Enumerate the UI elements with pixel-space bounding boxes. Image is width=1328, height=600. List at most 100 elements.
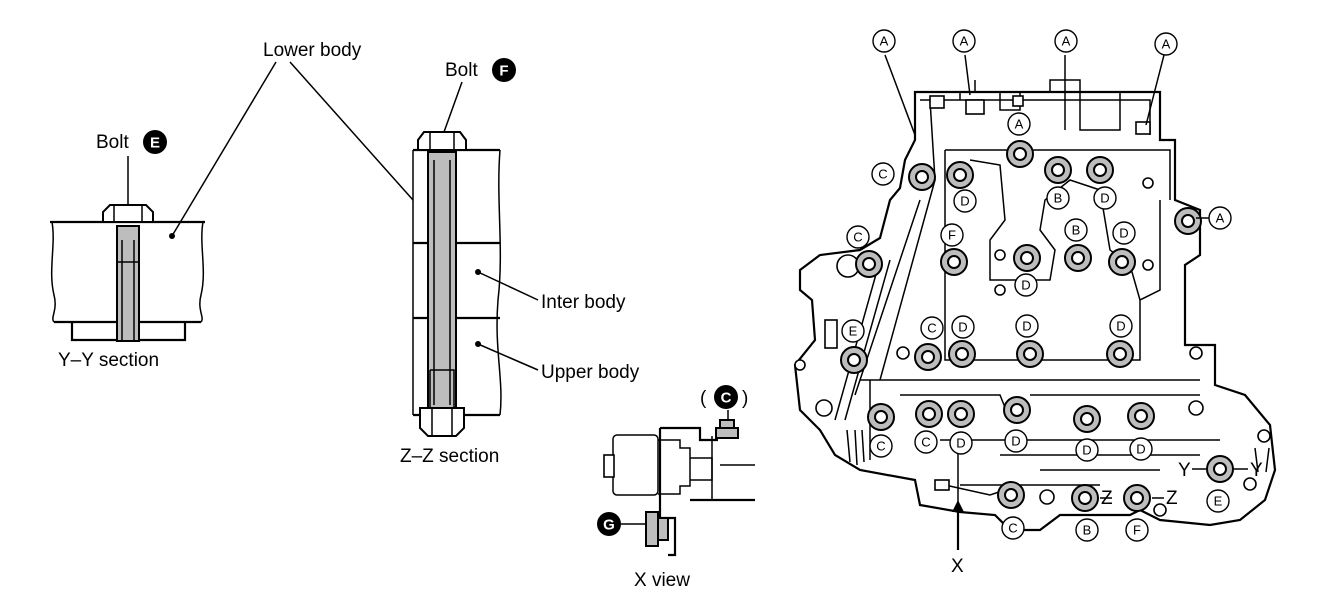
bolt-c-paren-tag-text: C bbox=[721, 390, 732, 407]
callout-b: B bbox=[1064, 218, 1088, 242]
callout-d: D bbox=[1075, 438, 1099, 462]
plan-bolt bbox=[940, 248, 968, 276]
svg-text:D: D bbox=[1082, 443, 1091, 458]
callout-a: A bbox=[1054, 29, 1078, 53]
zz-section-caption: Z–Z section bbox=[400, 446, 499, 467]
bolt-f-tag-text: F bbox=[499, 63, 508, 80]
plan-bolt bbox=[1086, 156, 1114, 184]
svg-text:C: C bbox=[878, 167, 887, 182]
svg-text:A: A bbox=[1062, 34, 1071, 49]
svg-text:B: B bbox=[1083, 523, 1092, 538]
callout-c: C bbox=[1001, 516, 1025, 540]
callout-d: D bbox=[953, 189, 977, 213]
plan-bolt bbox=[1174, 207, 1202, 235]
plan-bolt bbox=[1123, 484, 1151, 512]
x-view-caption: X view bbox=[634, 570, 690, 591]
svg-text:D: D bbox=[1022, 319, 1031, 334]
x-view-paren-close: ) bbox=[742, 388, 748, 409]
svg-text:B: B bbox=[1072, 223, 1081, 238]
upper-body-label: Upper body bbox=[541, 362, 640, 383]
section-z-left: Z bbox=[1101, 488, 1113, 509]
callout-e: E bbox=[841, 319, 865, 343]
callout-d: D bbox=[1112, 221, 1136, 245]
plan-bolt bbox=[908, 163, 936, 191]
section-y-left: Y bbox=[1178, 460, 1191, 481]
callout-d: D bbox=[1004, 429, 1028, 453]
svg-text:D: D bbox=[1011, 434, 1020, 449]
section-z-right: Z bbox=[1166, 488, 1178, 509]
callout-d: D bbox=[1015, 314, 1039, 338]
bolt-f-label: Bolt bbox=[445, 60, 478, 81]
callout-c: C bbox=[869, 434, 893, 458]
callout-c: C bbox=[846, 225, 870, 249]
yy-section-caption: Y–Y section bbox=[58, 350, 159, 371]
svg-text:E: E bbox=[1214, 494, 1223, 509]
svg-text:D: D bbox=[956, 436, 965, 451]
callout-e: E bbox=[1206, 489, 1230, 513]
svg-text:B: B bbox=[1054, 191, 1063, 206]
svg-text:C: C bbox=[876, 439, 885, 454]
callout-a: A bbox=[1007, 112, 1031, 136]
svg-text:D: D bbox=[1100, 191, 1109, 206]
lower-body-leader-yy bbox=[171, 61, 277, 237]
callout-f: F bbox=[940, 223, 964, 247]
yy-section-drawing bbox=[50, 204, 205, 342]
plan-bolt bbox=[914, 343, 942, 371]
plan-bolt bbox=[1064, 244, 1092, 272]
upper-body-leader bbox=[477, 343, 539, 371]
lower-body-leader-zz bbox=[289, 61, 414, 201]
plan-bolt bbox=[855, 250, 883, 278]
svg-text:A: A bbox=[1162, 37, 1171, 52]
svg-text:D: D bbox=[1021, 278, 1030, 293]
svg-text:C: C bbox=[921, 435, 930, 450]
callout-f: F bbox=[1125, 518, 1149, 542]
plan-bolt bbox=[1003, 396, 1031, 424]
plan-bolt bbox=[948, 340, 976, 368]
callout-a: A bbox=[872, 29, 896, 53]
plan-bolt bbox=[867, 403, 895, 431]
svg-text:A: A bbox=[960, 34, 969, 49]
plan-bolt bbox=[1127, 402, 1155, 430]
plan-bolt bbox=[1108, 248, 1136, 276]
callout-a: A bbox=[1208, 206, 1232, 230]
callout-b: B bbox=[1075, 518, 1099, 542]
svg-text:A: A bbox=[1216, 211, 1225, 226]
lower-body-label: Lower body bbox=[263, 40, 362, 61]
inter-body-label: Inter body bbox=[541, 292, 626, 313]
plan-bolt bbox=[1044, 156, 1072, 184]
svg-text:D: D bbox=[958, 320, 967, 335]
svg-text:F: F bbox=[948, 228, 956, 243]
bolt-g-tag: G bbox=[597, 512, 621, 536]
svg-text:A: A bbox=[880, 34, 889, 49]
svg-text:C: C bbox=[853, 230, 862, 245]
plan-bolt bbox=[1071, 484, 1099, 512]
svg-text:C: C bbox=[927, 321, 936, 336]
bolt-e-label: Bolt bbox=[96, 132, 129, 153]
svg-text:D: D bbox=[1136, 442, 1145, 457]
plan-bolt bbox=[915, 400, 943, 428]
svg-text:A: A bbox=[1015, 117, 1024, 132]
svg-text:C: C bbox=[1008, 521, 1017, 536]
plan-bolt bbox=[1006, 140, 1034, 168]
svg-text:F: F bbox=[1133, 523, 1141, 538]
callout-c: C bbox=[920, 316, 944, 340]
bolt-c-paren-tag: C bbox=[714, 385, 738, 409]
plan-bolt bbox=[947, 400, 975, 428]
zz-section-drawing bbox=[412, 131, 502, 437]
bolt-g-tag-text: G bbox=[603, 517, 615, 534]
section-y-right: Y bbox=[1250, 460, 1263, 481]
plan-bolt bbox=[1106, 340, 1134, 368]
plan-callouts: A A A A A A C C C C C C B B B D D D D D … bbox=[841, 29, 1232, 542]
callout-d: D bbox=[1014, 273, 1038, 297]
callout-c: C bbox=[871, 162, 895, 186]
callout-d: D bbox=[1109, 314, 1133, 338]
callout-b: B bbox=[1046, 186, 1070, 210]
svg-text:E: E bbox=[849, 324, 858, 339]
plan-bolts bbox=[840, 140, 1234, 512]
callout-a: A bbox=[952, 29, 976, 53]
callout-d: D bbox=[1129, 437, 1153, 461]
plan-bolt bbox=[997, 481, 1025, 509]
plan-bolt bbox=[946, 161, 974, 189]
plan-bolt bbox=[1016, 340, 1044, 368]
